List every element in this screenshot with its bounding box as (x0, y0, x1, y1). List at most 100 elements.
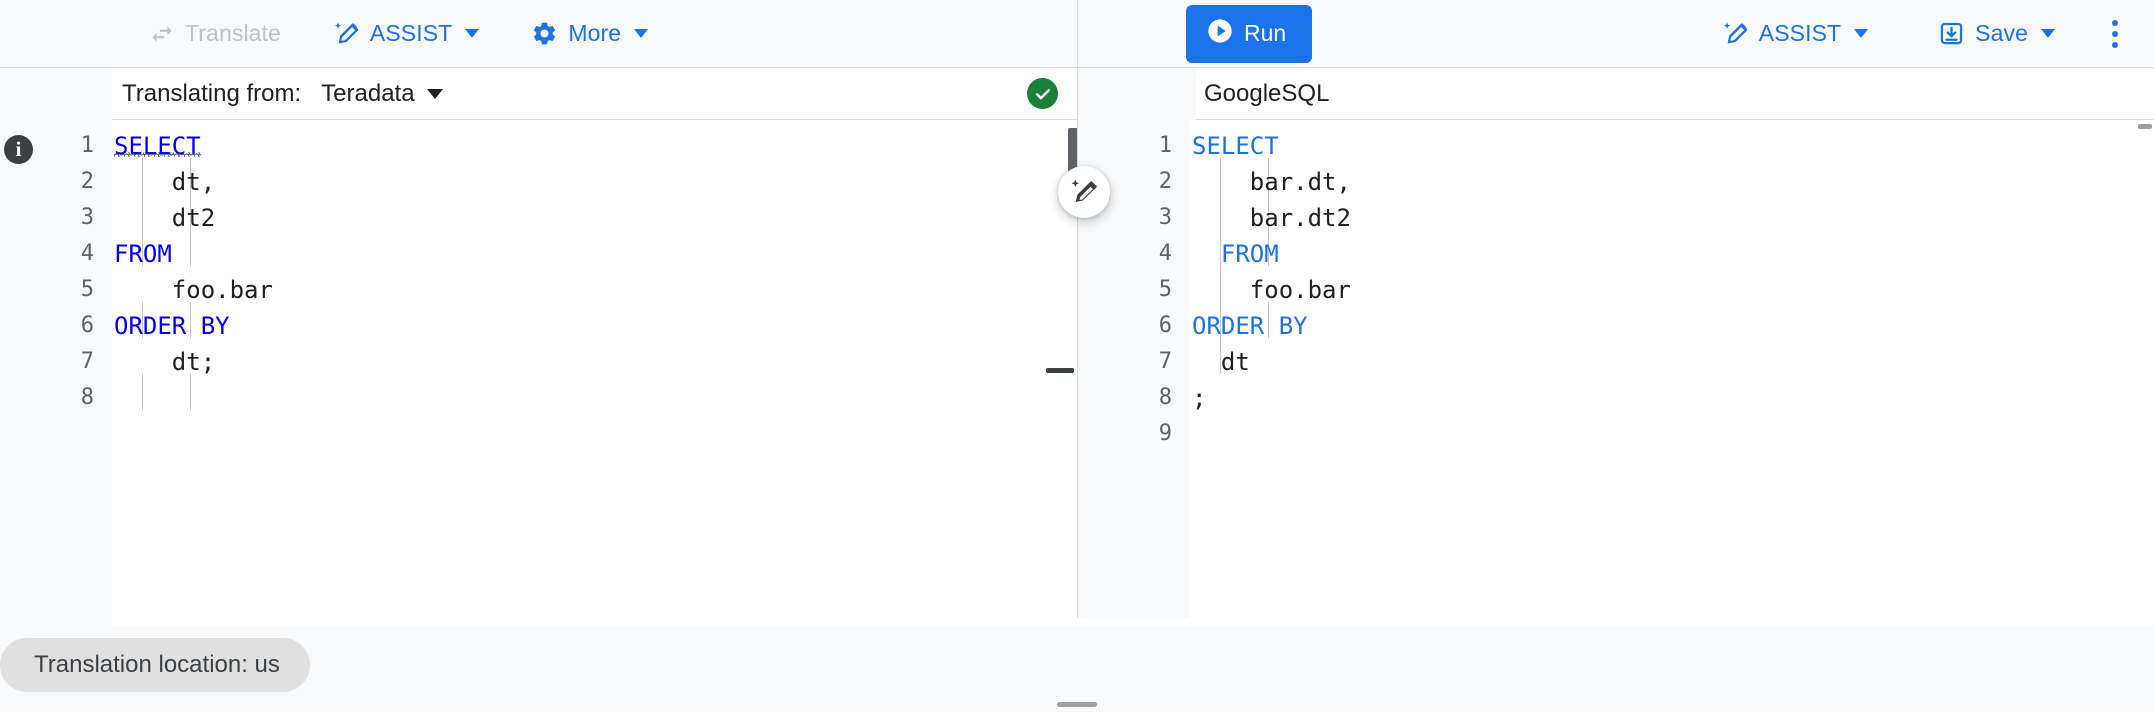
line-number: 1 (1158, 133, 1172, 158)
pane-bottom-strip (112, 618, 2154, 626)
sql-keyword: SELECT (1192, 132, 1279, 160)
sql-keyword: ORDER BY (114, 312, 230, 340)
code-line (1190, 416, 2154, 452)
sql-keyword: ORDER BY (1192, 312, 1308, 340)
run-label: Run (1244, 20, 1287, 46)
indent-guide (190, 302, 191, 338)
sql-text: bar.dt, (1192, 168, 1351, 196)
chevron-down-icon (634, 29, 649, 38)
code-line: ORDER BY (112, 308, 1078, 344)
swap-horiz-icon (149, 21, 175, 47)
sql-keyword: FROM (1220, 240, 1279, 268)
magic-pencil-icon (1722, 20, 1749, 47)
assist-right-button[interactable]: ASSIST (1713, 13, 1877, 54)
code-line: dt (1190, 344, 2154, 380)
translate-button[interactable]: Translate (140, 13, 290, 54)
source-vertical-scrollbar[interactable] (1068, 128, 1078, 176)
indent-guide (142, 158, 143, 266)
source-scroll-marker (1046, 368, 1074, 373)
info-icon[interactable]: i (4, 135, 33, 164)
line-number: 5 (80, 277, 94, 302)
translate-label: Translate (185, 20, 281, 46)
top-toolbar: Translate ASSIST More (0, 0, 2154, 68)
sql-text: dt (1192, 348, 1250, 376)
line-number: 7 (1158, 349, 1172, 374)
more-label: More (568, 20, 622, 46)
code-line: ; (1190, 380, 2154, 416)
indent-guide (1268, 302, 1269, 338)
more-vert-icon[interactable] (2098, 10, 2132, 58)
assist-edit-fab[interactable] (1058, 166, 1110, 218)
indent-guide (1220, 266, 1221, 374)
status-bar: Translation location: us (0, 626, 2154, 712)
indent-guide (190, 158, 191, 266)
code-line: foo.bar (1190, 272, 2154, 308)
line-number: 1 (80, 133, 94, 158)
indent-guide (142, 302, 143, 338)
indent-guide (142, 374, 143, 410)
sql-text: bar.dt2 (1192, 204, 1351, 232)
code-line: FROM (112, 236, 1078, 272)
code-line: dt; (112, 344, 1078, 380)
run-button[interactable]: Run (1186, 4, 1313, 63)
chevron-down-icon (465, 29, 480, 38)
line-number: 2 (1158, 169, 1172, 194)
assist-right-label: ASSIST (1758, 20, 1842, 46)
pane-drag-handle[interactable] (1057, 702, 1097, 707)
code-line: dt2 (112, 200, 1078, 236)
editor-panes: Translating from: Teradata i 1 2 3 4 5 6 7 8 (0, 68, 2154, 626)
translating-from-label: Translating from: (122, 79, 302, 107)
more-button[interactable]: More (522, 13, 657, 54)
toolbar-left-group: Translate ASSIST More (0, 0, 1078, 68)
line-number: 6 (1158, 313, 1172, 338)
chevron-down-icon (1854, 29, 1869, 38)
indent-guide (1268, 158, 1269, 266)
line-number: 4 (80, 241, 94, 266)
magic-pencil-icon (1071, 179, 1097, 202)
line-number: 8 (1158, 385, 1172, 410)
source-dialect-select[interactable]: Teradata (321, 79, 443, 108)
line-number: 8 (80, 385, 94, 410)
code-line: bar.dt2 (1190, 200, 2154, 236)
line-number: 6 (80, 313, 94, 338)
line-number: 4 (1158, 241, 1172, 266)
check-circle-icon (1027, 78, 1058, 109)
source-dialect-bar: Translating from: Teradata (112, 68, 1078, 120)
line-number: 2 (80, 169, 94, 194)
line-number: 5 (1158, 277, 1172, 302)
code-line: dt, (112, 164, 1078, 200)
source-pane: Translating from: Teradata i 1 2 3 4 5 6 7 8 (0, 68, 1078, 626)
target-scroll-marker (2138, 124, 2152, 129)
gear-icon (531, 20, 558, 47)
chevron-down-icon (426, 88, 443, 99)
sql-text: foo.bar (114, 276, 273, 304)
toolbar-right-group: Run ASSIST (1078, 0, 2154, 68)
translation-location-chip: Translation location: us (0, 638, 310, 692)
sql-text: dt2 (114, 204, 216, 232)
assist-left-label: ASSIST (369, 20, 453, 46)
code-line: SELECT (1190, 128, 2154, 164)
source-dialect-value: Teradata (321, 79, 415, 107)
sql-text: ; (1192, 384, 1207, 412)
sql-keyword: SELECT (114, 132, 201, 160)
line-number: 7 (80, 349, 94, 374)
assist-left-button[interactable]: ASSIST (324, 13, 488, 54)
save-button[interactable]: Save (1929, 13, 2064, 54)
line-number: 3 (80, 205, 94, 230)
target-dialect-bar: GoogleSQL (1196, 68, 2154, 120)
source-line-numbers: 1 2 3 4 5 6 7 8 (38, 120, 112, 626)
code-line: ORDER BY (1190, 308, 2154, 344)
play-circle-icon (1206, 17, 1234, 51)
sql-text: dt; (114, 348, 216, 376)
code-line: bar.dt, (1190, 164, 2154, 200)
magic-pencil-icon (333, 20, 360, 47)
sql-text: dt, (114, 168, 216, 196)
line-number: 3 (1158, 205, 1172, 230)
